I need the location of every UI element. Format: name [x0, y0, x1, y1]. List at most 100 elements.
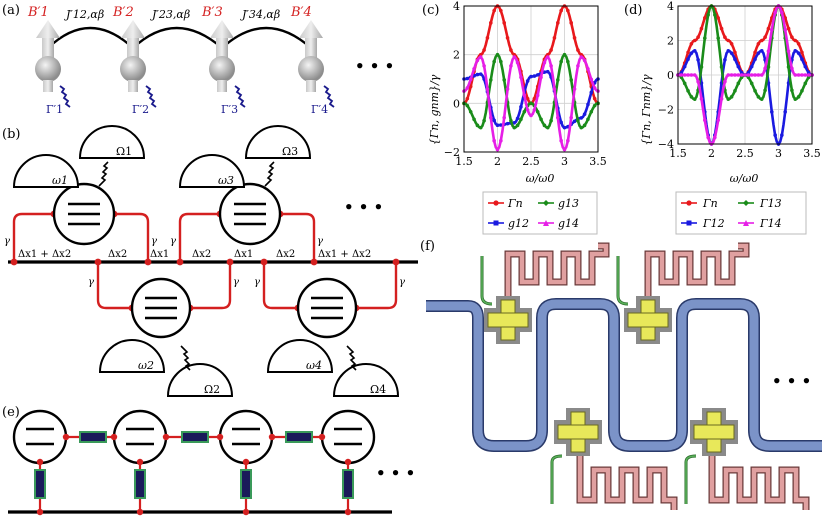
x-tick-label: 3.5 — [803, 147, 821, 160]
data-point — [522, 109, 527, 114]
data-point — [726, 97, 731, 101]
data-point — [532, 108, 537, 112]
data-point — [502, 21, 507, 25]
drive-gauge — [332, 363, 400, 397]
data-point — [726, 38, 731, 43]
drive-gauge — [98, 339, 166, 373]
data-point — [515, 123, 520, 128]
data-point — [559, 8, 563, 13]
data-point — [515, 116, 520, 121]
legend-item: g13 — [558, 197, 579, 210]
data-point — [579, 116, 584, 120]
data-point — [468, 109, 473, 114]
data-point — [706, 13, 710, 17]
plot-border — [463, 5, 599, 153]
cavity-array: • • • — [8, 409, 415, 516]
data-point — [753, 50, 757, 55]
spacing-label: Δx1 + Δx2 — [18, 249, 71, 260]
spin-3 — [209, 20, 235, 92]
data-point — [729, 51, 734, 55]
data-point — [786, 49, 791, 53]
data-point — [492, 118, 496, 123]
data-point — [566, 8, 570, 13]
data-point — [766, 49, 771, 53]
data-point — [753, 73, 757, 77]
data-point — [482, 118, 486, 123]
drive-gauge — [178, 154, 246, 188]
gamma-label: γ — [399, 277, 405, 288]
data-point — [465, 76, 470, 81]
data-point — [686, 57, 690, 61]
data-point — [733, 57, 737, 61]
chart-d-xlabel: ω/ω0 — [730, 172, 759, 185]
data-point — [539, 75, 543, 80]
data-point — [485, 36, 490, 40]
data-point — [525, 96, 530, 101]
data-point — [542, 123, 547, 128]
data-point — [689, 73, 694, 77]
data-point — [535, 73, 540, 77]
gamma-label: γ — [88, 277, 94, 288]
coupling-label: J′34,αβ — [240, 8, 280, 21]
data-point — [549, 118, 553, 123]
data-point — [482, 48, 486, 52]
data-point — [692, 49, 697, 53]
data-point — [582, 123, 587, 128]
data-point — [519, 105, 523, 109]
data-point — [733, 73, 737, 77]
decay-squiggle — [323, 85, 335, 108]
data-point — [465, 86, 470, 90]
field-label: B′4 — [290, 5, 312, 20]
data-point — [796, 95, 801, 99]
data-point — [800, 89, 804, 93]
data-point — [485, 87, 490, 91]
data-point — [569, 115, 573, 120]
data-point — [552, 36, 557, 40]
data-point — [505, 121, 510, 126]
data-point — [793, 73, 798, 77]
x-tick-label: 3.5 — [589, 155, 607, 168]
chart-c-ylabel: {Γn, gnm}/γ — [428, 74, 441, 145]
spin-chain: B′1 B′2 B′3 B′4 J′12,αβ J′23,αβ J′34,αβ … — [27, 5, 394, 116]
data-point — [729, 41, 734, 46]
data-point — [749, 73, 754, 77]
data-point — [559, 138, 563, 143]
data-point — [502, 78, 507, 82]
spacing-label: Δx1 — [234, 249, 253, 260]
giant-atom-waveguide: ω1 ω3 Ω1 Ω3 ω2 ω4 Ω2 Ω4 γ γ γ γ γ γ γ γ … — [4, 125, 418, 397]
spacing-label: Δx1 — [150, 249, 169, 260]
data-point — [739, 73, 744, 77]
drive-gauge — [12, 154, 80, 188]
data-point — [783, 28, 787, 32]
data-point — [699, 97, 704, 101]
data-point — [793, 49, 798, 53]
data-point — [592, 86, 597, 90]
data-point — [556, 21, 560, 25]
data-point — [736, 81, 741, 86]
legend-d: Γn Γ13 Γ12 Γ14 — [675, 191, 807, 235]
data-point — [806, 73, 811, 77]
data-point — [589, 90, 594, 95]
data-point — [729, 73, 734, 77]
data-point — [589, 109, 594, 114]
drive-label: Ω1 — [116, 145, 132, 158]
data-point — [682, 73, 687, 77]
data-point — [756, 73, 761, 77]
data-point — [800, 57, 804, 61]
data-point — [512, 55, 517, 59]
data-point — [773, 133, 777, 137]
data-point — [515, 60, 520, 65]
y-tick-label: 4 — [453, 0, 460, 13]
gamma-label: γ — [170, 236, 176, 247]
transmon-cross — [554, 408, 602, 456]
panel-label-b: (b) — [2, 127, 20, 142]
data-point — [786, 65, 791, 69]
transmon-cross — [690, 408, 738, 456]
panel-label-a: (a) — [2, 3, 20, 18]
coupling-label: J′12,αβ — [64, 8, 104, 21]
chart-c-xlabel: ω/ω0 — [526, 172, 555, 185]
data-point — [566, 138, 570, 143]
x-tick-label: 2.5 — [736, 147, 754, 160]
data-point — [689, 95, 694, 99]
data-point — [586, 102, 590, 107]
